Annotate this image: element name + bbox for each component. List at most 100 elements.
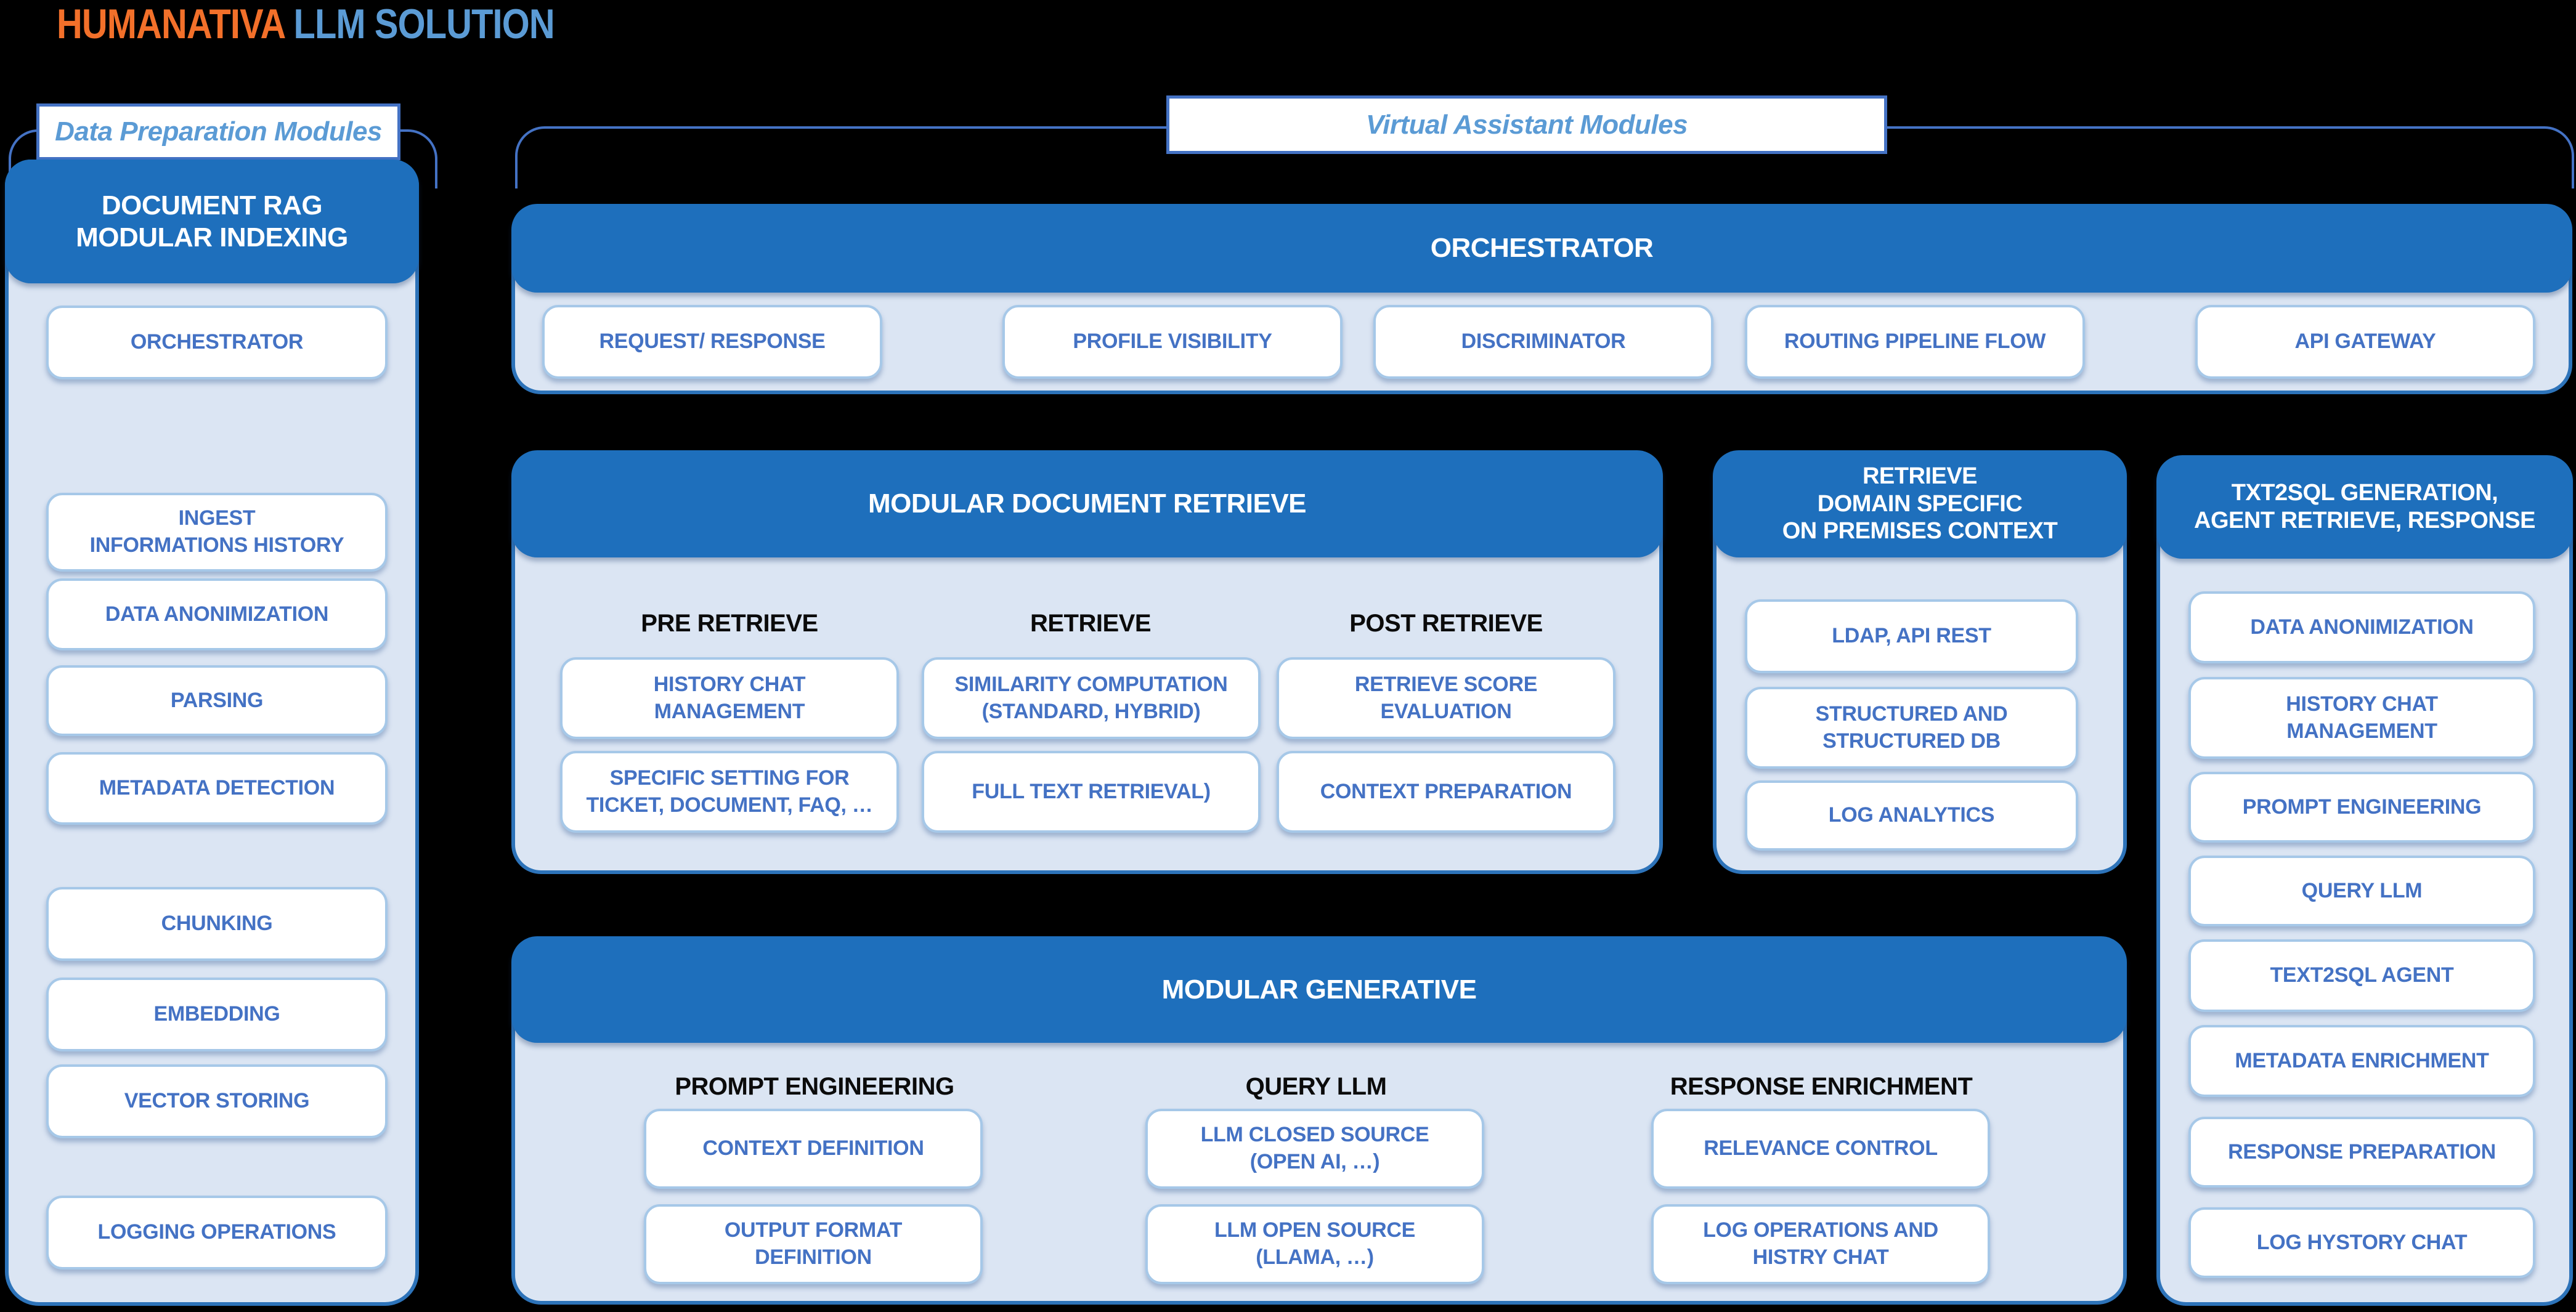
mg-item-llm-open-source: LLM OPEN SOURCE (LLAMA, …) (1145, 1204, 1484, 1284)
txt2sql-header-text: TXT2SQL GENERATION, AGENT RETRIEVE, RESP… (2194, 480, 2535, 533)
data-prep-item-ingest-informations-history: INGEST INFORMATIONS HISTORY (46, 493, 388, 572)
data-prep-item-embedding: EMBEDDING (46, 978, 388, 1051)
modular-generative-header: MODULAR GENERATIVE (511, 936, 2127, 1043)
section-label-virtual-assistant: Virtual Assistant Modules (1166, 95, 1887, 154)
txt2sql-item-prompt-engineering: PROMPT ENGINEERING (2188, 772, 2535, 843)
item-label: LLM OPEN SOURCE (LLAMA, …) (1214, 1218, 1416, 1269)
mg-item-output-format-definition: OUTPUT FORMAT DEFINITION (644, 1204, 983, 1284)
item-label: VECTOR STORING (124, 1089, 310, 1113)
item-label: SIMILARITY COMPUTATION (STANDARD, HYBRID… (954, 672, 1228, 723)
page-title: HUMANATIVA LLM SOLUTION (57, 0, 555, 48)
item-label: RELEVANCE CONTROL (1704, 1136, 1938, 1160)
item-label: TEXT2SQL AGENT (2270, 963, 2454, 987)
item-label: HISTORY CHAT MANAGEMENT (653, 672, 806, 723)
item-label: EMBEDDING (153, 1002, 280, 1026)
mdr-item-context-preparation: CONTEXT PREPARATION (1277, 751, 1615, 833)
item-label: LOG HYSTORY CHAT (2256, 1230, 2468, 1254)
data-prep-item-parsing: PARSING (46, 665, 388, 736)
item-label: STRUCTURED AND STRUCTURED DB (1815, 702, 2008, 753)
data-prep-item-metadata-detection: METADATA DETECTION (46, 752, 388, 825)
item-label: CHUNKING (161, 912, 273, 936)
item-label: QUERY LLM (2301, 878, 2423, 902)
txt2sql-item-metadata-enrichment: METADATA ENRICHMENT (2188, 1025, 2535, 1097)
item-label: INGEST INFORMATIONS HISTORY (89, 506, 344, 557)
page-title-brand: HUMANATIVA (57, 1, 285, 47)
data-prep-header-text: DOCUMENT RAG MODULAR INDEXING (76, 190, 348, 253)
mdr-item-history-chat-management: HISTORY CHAT MANAGEMENT (560, 657, 899, 739)
retrieve-domain-header: RETRIEVE DOMAIN SPECIFIC ON PREMISES CON… (1713, 450, 2127, 557)
item-label: METADATA ENRICHMENT (2235, 1048, 2489, 1072)
column-title-pre-retrieve: PRE RETRIEVE (557, 607, 902, 641)
retrieve-domain-item-log-analytics: LOG ANALYTICS (1745, 780, 2078, 851)
mg-item-context-definition: CONTEXT DEFINITION (644, 1109, 983, 1189)
item-label: CONTEXT PREPARATION (1320, 779, 1572, 803)
page-title-rest: LLM SOLUTION (284, 1, 555, 47)
mg-item-llm-closed-source: LLM CLOSED SOURCE (OPEN AI, …) (1145, 1109, 1484, 1189)
column-title-prompt-engineering: PROMPT ENGINEERING (642, 1070, 987, 1104)
orchestrator-item-profile-visibility: PROFILE VISIBILITY (1002, 305, 1343, 379)
data-prep-header: DOCUMENT RAG MODULAR INDEXING (5, 160, 419, 283)
section-label-data-preparation: Data Preparation Modules (36, 103, 400, 160)
item-label: DATA ANONIMIZATION (2250, 615, 2474, 639)
txt2sql-item-text2sql-agent: TEXT2SQL AGENT (2188, 939, 2535, 1012)
item-label: RETRIEVE SCORE EVALUATION (1354, 672, 1538, 723)
item-label: LDAP, API REST (1832, 624, 1991, 648)
column-title-label: RETRIEVE (1030, 610, 1152, 637)
mg-item-relevance-control: RELEVANCE CONTROL (1651, 1109, 1990, 1189)
modular-document-retrieve-header: MODULAR DOCUMENT RETRIEVE (511, 450, 1663, 557)
orchestrator-item-discriminator: DISCRIMINATOR (1373, 305, 1713, 379)
item-label: RESPONSE PREPARATION (2228, 1140, 2496, 1164)
modular-generative-header-text: MODULAR GENERATIVE (1161, 974, 1477, 1005)
item-label: FULL TEXT RETRIEVAL) (972, 779, 1211, 803)
data-prep-item-orchestrator: ORCHESTRATOR (46, 306, 388, 379)
retrieve-domain-header-text: RETRIEVE DOMAIN SPECIFIC ON PREMISES CON… (1782, 463, 2058, 545)
item-label: REQUEST/ RESPONSE (599, 330, 826, 354)
data-prep-item-vector-storing: VECTOR STORING (46, 1064, 388, 1138)
item-label: ORCHESTRATOR (130, 330, 304, 354)
mdr-item-specific-setting: SPECIFIC SETTING FOR TICKET, DOCUMENT, F… (560, 751, 899, 833)
orchestrator-header: ORCHESTRATOR (511, 204, 2572, 293)
orchestrator-item-routing-pipeline-flow: ROUTING PIPELINE FLOW (1745, 305, 2085, 379)
retrieve-domain-item-ldap-api-rest: LDAP, API REST (1745, 599, 2078, 673)
item-label: HISTORY CHAT MANAGEMENT (2286, 692, 2438, 743)
column-title-response-enrichment: RESPONSE ENRICHMENT (1649, 1070, 1994, 1104)
item-label: METADATA DETECTION (99, 776, 335, 800)
item-label: OUTPUT FORMAT DEFINITION (724, 1218, 903, 1269)
section-label-data-preparation-text: Data Preparation Modules (55, 116, 382, 147)
txt2sql-item-data-anonimization: DATA ANONIMIZATION (2188, 591, 2535, 663)
orchestrator-item-request-response: REQUEST/ RESPONSE (542, 305, 882, 379)
orchestrator-item-api-gateway: API GATEWAY (2195, 305, 2535, 379)
column-title-label: PROMPT ENGINEERING (675, 1073, 954, 1100)
column-title-label: POST RETRIEVE (1349, 610, 1543, 637)
column-title-label: PRE RETRIEVE (641, 610, 818, 637)
section-label-virtual-assistant-text: Virtual Assistant Modules (1365, 109, 1688, 140)
item-label: PARSING (170, 688, 264, 712)
txt2sql-item-history-chat-management: HISTORY CHAT MANAGEMENT (2188, 677, 2535, 759)
column-title-query-llm: QUERY LLM (1144, 1070, 1489, 1104)
mdr-item-similarity-computation: SIMILARITY COMPUTATION (STANDARD, HYBRID… (922, 657, 1261, 739)
column-title-retrieve: RETRIEVE (918, 607, 1263, 641)
orchestrator-header-text: ORCHESTRATOR (1430, 233, 1654, 264)
item-label: LOG ANALYTICS (1828, 803, 1995, 827)
data-prep-item-logging-operations: LOGGING OPERATIONS (46, 1196, 388, 1269)
txt2sql-header: TXT2SQL GENERATION, AGENT RETRIEVE, RESP… (2156, 455, 2573, 559)
data-prep-item-data-anonimization: DATA ANONIMIZATION (46, 578, 388, 650)
mg-item-log-operations-histry-chat: LOG OPERATIONS AND HISTRY CHAT (1651, 1204, 1990, 1284)
item-label: PROFILE VISIBILITY (1073, 330, 1272, 354)
item-label: SPECIFIC SETTING FOR TICKET, DOCUMENT, F… (586, 766, 873, 817)
item-label: LLM CLOSED SOURCE (OPEN AI, …) (1200, 1123, 1429, 1173)
item-label: DISCRIMINATOR (1461, 330, 1626, 354)
mdr-item-full-text-retrieval: FULL TEXT RETRIEVAL) (922, 751, 1261, 833)
data-prep-item-chunking: CHUNKING (46, 887, 388, 961)
item-label: LOG OPERATIONS AND HISTRY CHAT (1703, 1218, 1938, 1269)
modular-document-retrieve-header-text: MODULAR DOCUMENT RETRIEVE (867, 488, 1307, 519)
txt2sql-item-query-llm: QUERY LLM (2188, 856, 2535, 926)
item-label: CONTEXT DEFINITION (702, 1136, 924, 1160)
item-label: ROUTING PIPELINE FLOW (1784, 330, 2046, 354)
item-label: LOGGING OPERATIONS (97, 1220, 336, 1244)
column-title-post-retrieve: POST RETRIEVE (1274, 607, 1619, 641)
item-label: DATA ANONIMIZATION (105, 602, 329, 626)
item-label: API GATEWAY (2294, 330, 2436, 354)
txt2sql-item-log-hystory-chat: LOG HYSTORY CHAT (2188, 1207, 2535, 1278)
